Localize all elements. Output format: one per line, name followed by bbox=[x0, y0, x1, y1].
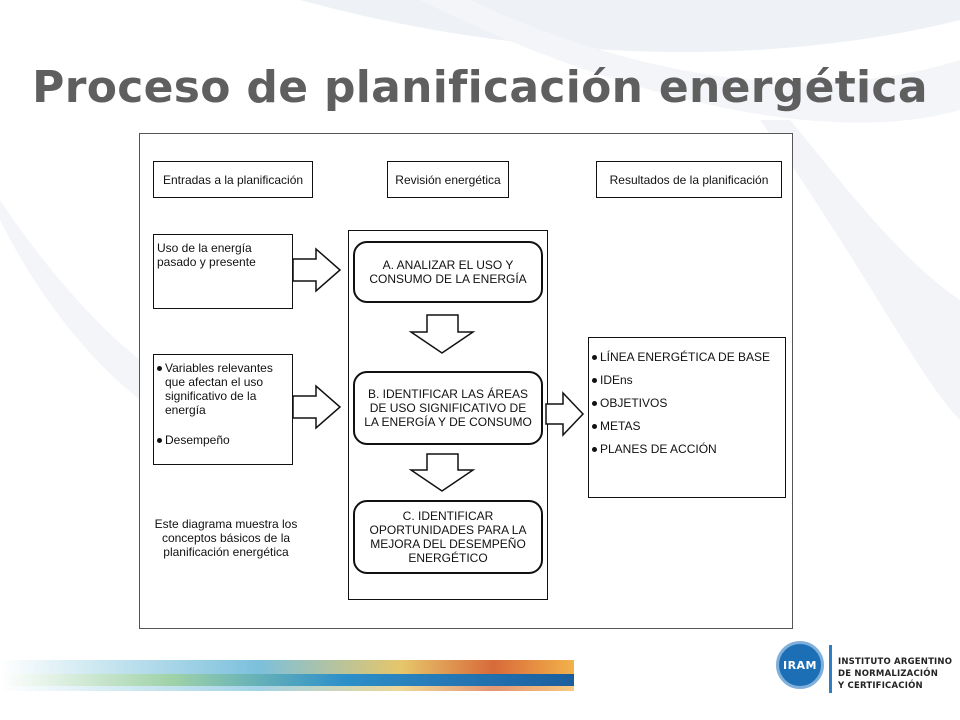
variables-line2: que afectan el uso bbox=[165, 375, 264, 389]
logo-line3: Y CERTIFICACIÓN bbox=[838, 681, 923, 691]
outputs-list: LÍNEA ENERGÉTICA DE BASE IDEns OBJETIVOS… bbox=[588, 337, 786, 498]
bullet-dot bbox=[592, 401, 597, 406]
output-idens: IDEns bbox=[600, 373, 633, 387]
footer-gradient-stripe bbox=[0, 660, 574, 691]
step-c-identify-opportunities: C. IDENTIFICAR OPORTUNIDADES PARA LA MEJ… bbox=[353, 500, 543, 574]
output-item: LÍNEA ENERGÉTICA DE BASE bbox=[591, 350, 770, 364]
slide-title: Proceso de planificación energética bbox=[32, 62, 928, 113]
output-item: METAS bbox=[591, 419, 770, 433]
performance-label: Desempeño bbox=[165, 433, 230, 447]
step-b-line1: B. IDENTIFICAR LAS ÁREAS bbox=[367, 387, 529, 401]
diagram-note: Este diagrama muestra los conceptos bási… bbox=[140, 517, 312, 559]
output-item: PLANES DE ACCIÓN bbox=[591, 442, 770, 456]
step-b-line2: DE USO SIGNIFICATIVO DE bbox=[369, 401, 527, 415]
bullet-dot bbox=[592, 355, 597, 360]
output-objectives: OBJETIVOS bbox=[600, 396, 668, 410]
step-c-line2: OPORTUNIDADES PARA LA bbox=[369, 523, 527, 537]
output-goals: METAS bbox=[600, 419, 641, 433]
step-a-line2: CONSUMO DE LA ENERGÍA bbox=[369, 272, 527, 286]
bullet-dot bbox=[592, 447, 597, 452]
diagram-frame: Entradas a la planificación Revisión ene… bbox=[139, 133, 793, 629]
iram-logo-emblem: IRAM bbox=[776, 641, 824, 689]
input-past-present-usage: Uso de la energía pasado y presente bbox=[153, 234, 293, 309]
header-inputs-label: Entradas a la planificación bbox=[162, 172, 304, 187]
note-line3: planificación energética bbox=[163, 545, 289, 559]
output-action-plans: PLANES DE ACCIÓN bbox=[600, 442, 717, 456]
output-item: OBJETIVOS bbox=[591, 396, 770, 410]
logo-line1: INSTITUTO ARGENTINO bbox=[838, 657, 953, 667]
header-review: Revisión energética bbox=[387, 161, 509, 198]
variables-line3: significativo de la bbox=[165, 389, 257, 403]
variables-line1: Variables relevantes bbox=[165, 361, 273, 375]
step-a-line1: A. ANALIZAR EL USO Y bbox=[382, 258, 514, 272]
header-review-label: Revisión energética bbox=[395, 172, 501, 187]
step-a-analyze: A. ANALIZAR EL USO Y CONSUMO DE LA ENERG… bbox=[353, 241, 543, 303]
step-b-identify-areas: B. IDENTIFICAR LAS ÁREAS DE USO SIGNIFIC… bbox=[353, 371, 543, 445]
input-usage-line2: pasado y presente bbox=[157, 255, 256, 269]
bullet-dot bbox=[157, 438, 162, 443]
output-item: IDEns bbox=[591, 373, 770, 387]
bullet-dot bbox=[592, 378, 597, 383]
logo-emblem-text: IRAM bbox=[782, 658, 818, 672]
logo-line2: DE NORMALIZACIÓN bbox=[838, 669, 939, 679]
step-c-line1: C. IDENTIFICAR bbox=[402, 509, 494, 523]
variables-line4: energía bbox=[165, 403, 206, 417]
step-c-line4: ENERGÉTICO bbox=[408, 551, 488, 565]
bullet-performance: Desempeño bbox=[156, 433, 273, 447]
note-line2: conceptos básicos de la bbox=[161, 531, 291, 545]
step-c-line3: MEJORA DEL DESEMPEÑO bbox=[370, 537, 526, 551]
note-line1: Este diagrama muestra los bbox=[154, 517, 298, 531]
header-outputs-label: Resultados de la planificación bbox=[609, 172, 769, 187]
output-baseline: LÍNEA ENERGÉTICA DE BASE bbox=[600, 350, 771, 364]
input-usage-line1: Uso de la energía bbox=[157, 241, 252, 255]
logo-divider bbox=[829, 645, 832, 693]
bullet-variables: Variables relevantes que afectan el uso … bbox=[156, 361, 273, 417]
bullet-dot bbox=[157, 366, 162, 371]
step-b-line3: LA ENERGÍA Y DE CONSUMO bbox=[364, 415, 532, 429]
logo-wordmark: INSTITUTO ARGENTINO DE NORMALIZACIÓN Y C… bbox=[838, 656, 952, 692]
input-variables-performance: Variables relevantes que afectan el uso … bbox=[153, 354, 293, 465]
header-inputs: Entradas a la planificación bbox=[153, 161, 313, 198]
bullet-dot bbox=[592, 424, 597, 429]
header-outputs: Resultados de la planificación bbox=[596, 161, 782, 198]
